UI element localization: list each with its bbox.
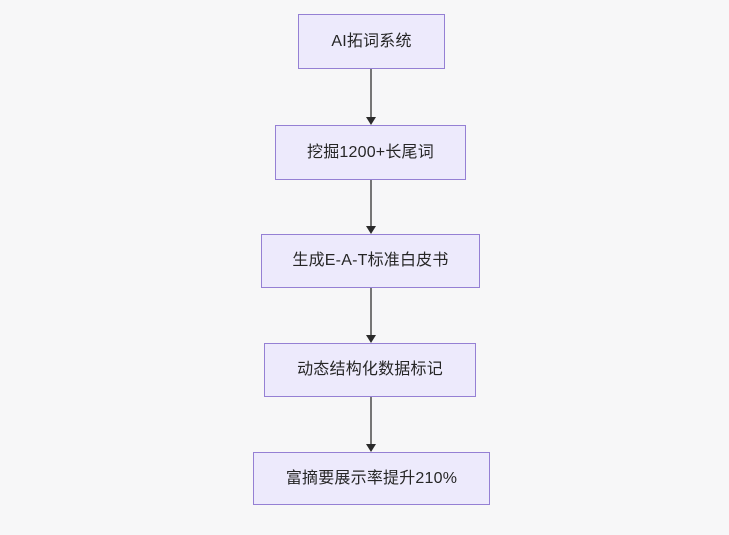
flow-node-dynamic-structured-data-markup[interactable]: 动态结构化数据标记	[264, 343, 476, 397]
arrowhead-n4-n5	[366, 444, 376, 452]
arrowhead-n3-n4	[366, 335, 376, 343]
edge-n1-n2	[370, 69, 372, 117]
flow-node-label: 挖掘1200+长尾词	[307, 143, 434, 161]
flow-node-rich-snippet-rate-increase[interactable]: 富摘要展示率提升210%	[253, 452, 490, 505]
flow-node-label: 生成E-A-T标准白皮书	[292, 252, 449, 270]
flow-node-label: 富摘要展示率提升210%	[285, 469, 458, 487]
edge-n3-n4	[370, 288, 372, 335]
arrowhead-n2-n3	[366, 226, 376, 234]
edge-n2-n3	[370, 180, 372, 226]
flow-node-ai-keyword-system[interactable]: AI拓词系统	[298, 14, 445, 69]
edge-n4-n5	[370, 397, 372, 444]
flow-node-mine-longtail-keywords[interactable]: 挖掘1200+长尾词	[275, 125, 466, 180]
flow-node-label: 动态结构化数据标记	[297, 361, 443, 379]
flow-node-generate-eat-whitepaper[interactable]: 生成E-A-T标准白皮书	[261, 234, 480, 288]
flow-node-label: AI拓词系统	[331, 32, 412, 50]
arrowhead-n1-n2	[366, 117, 376, 125]
